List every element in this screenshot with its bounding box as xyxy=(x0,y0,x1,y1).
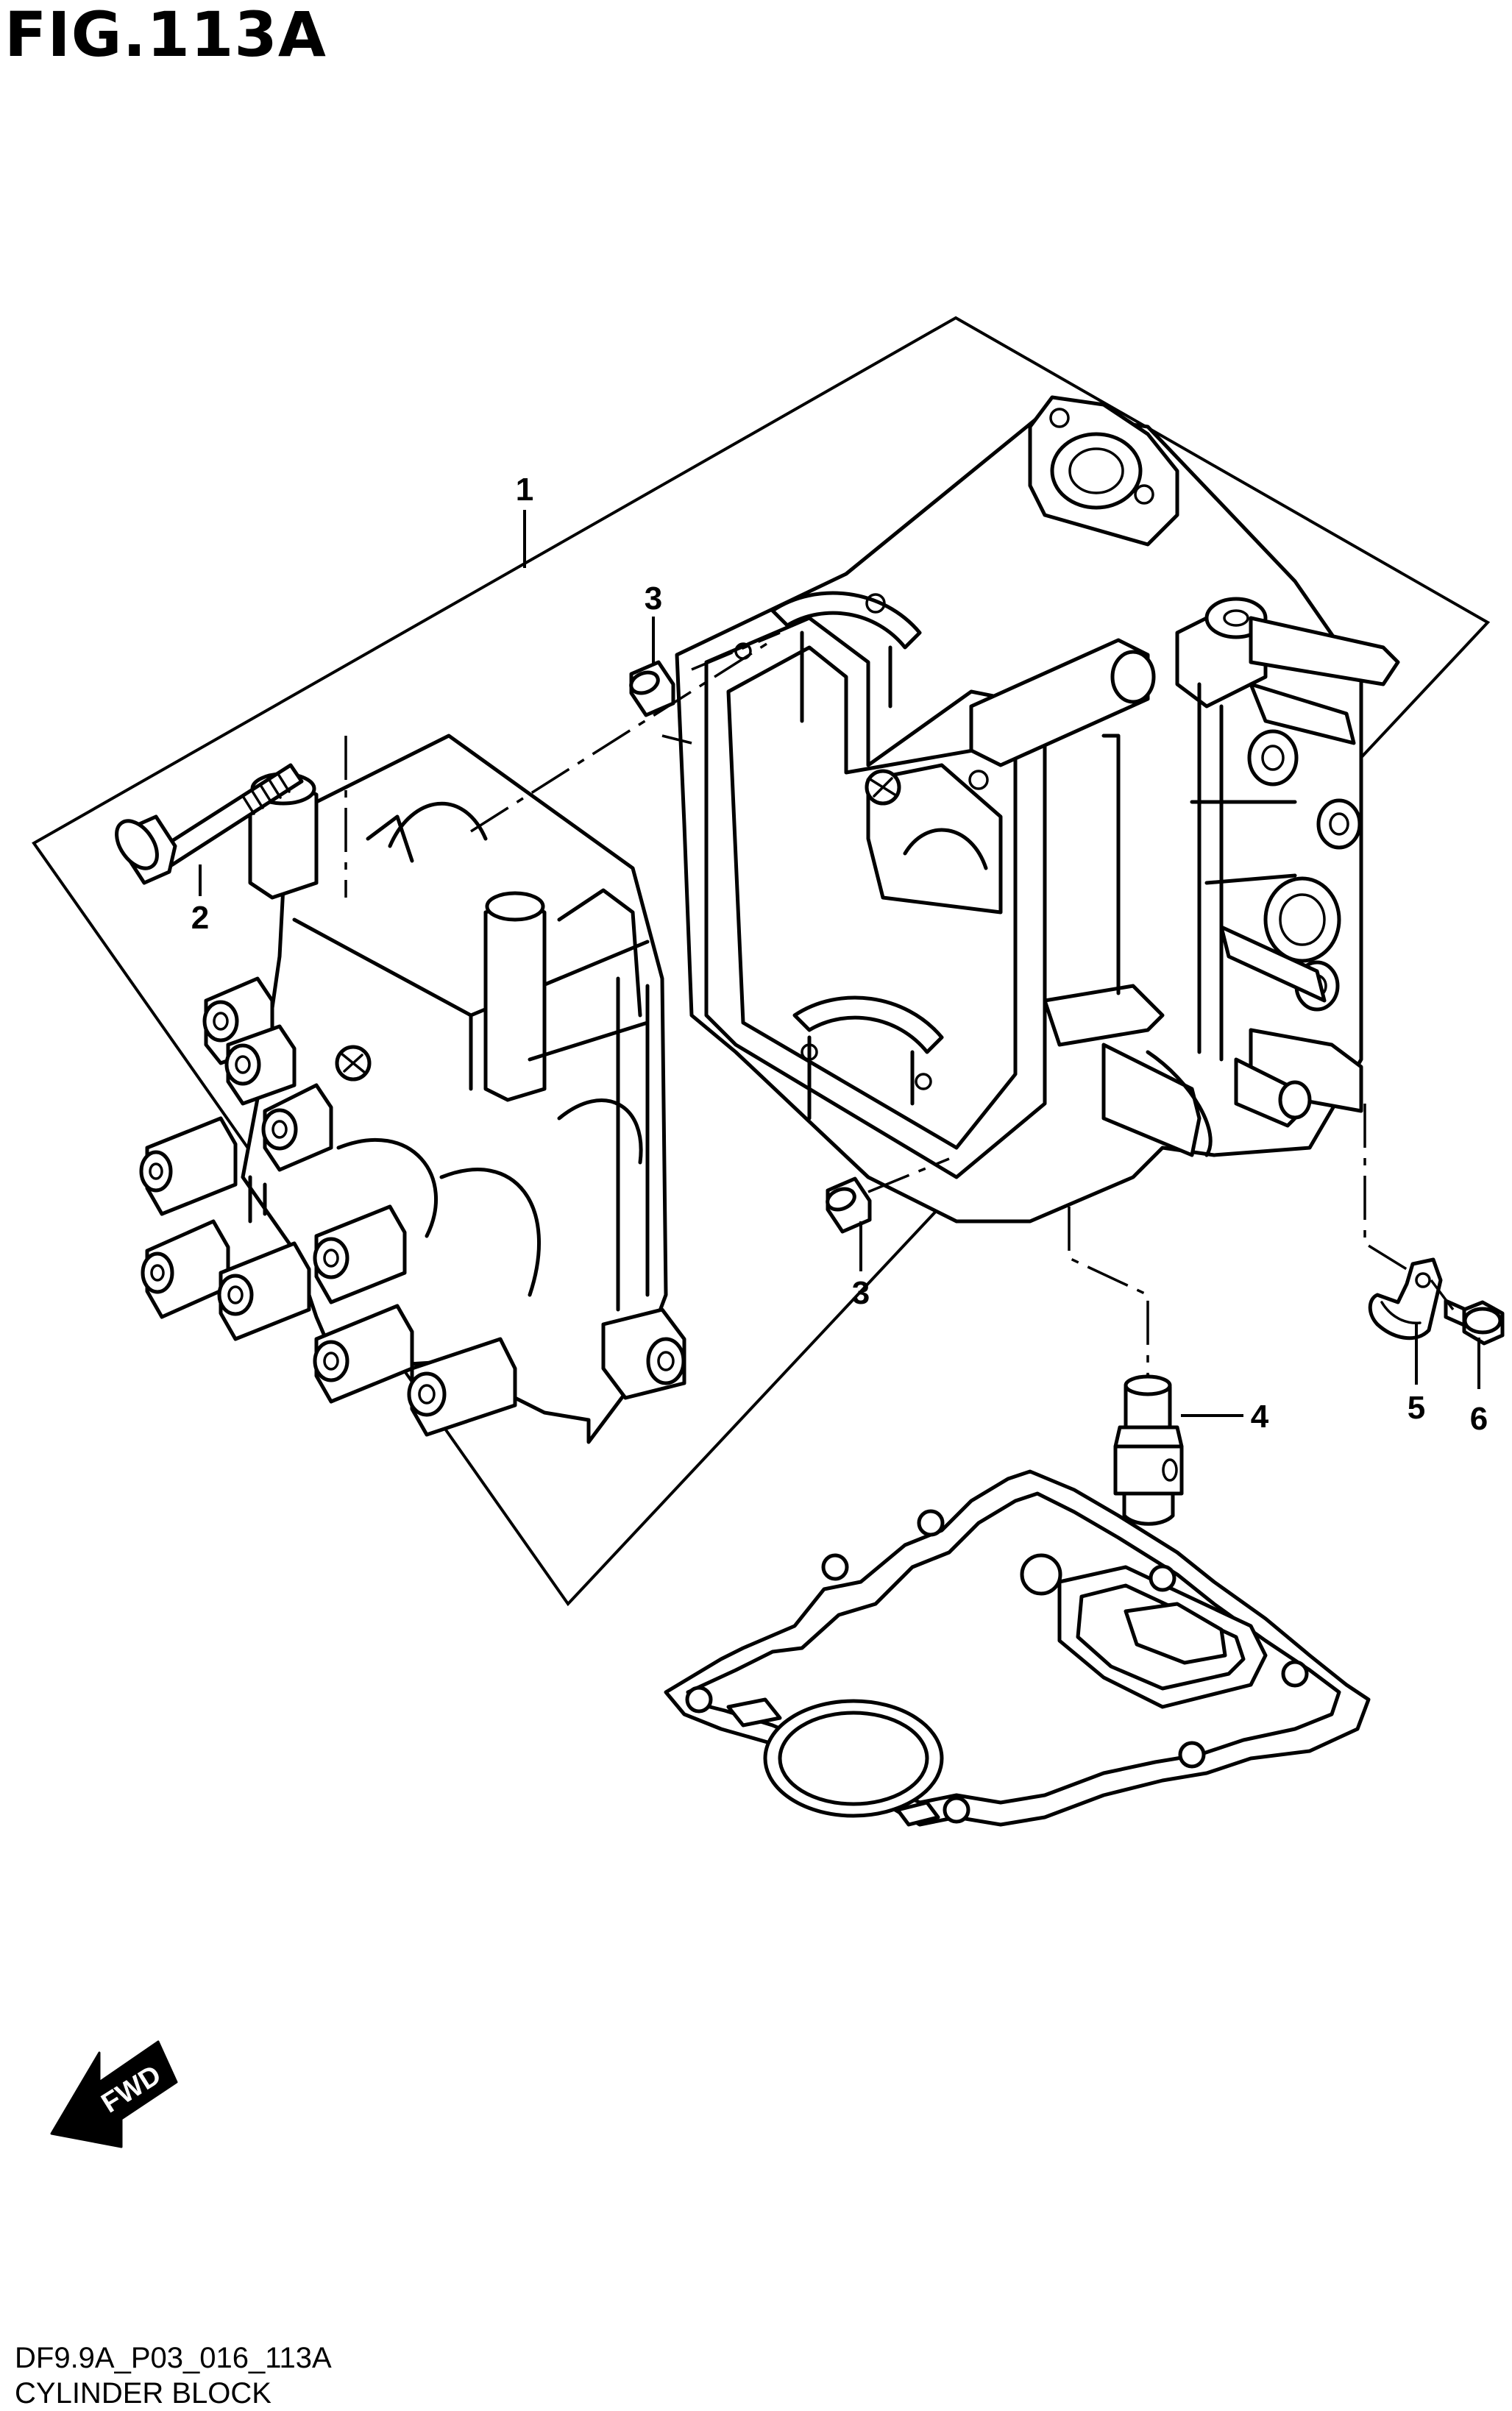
callout-number: 1 xyxy=(516,472,533,508)
figure-name: CYLINDER BLOCK xyxy=(15,2377,271,2410)
alignment-line xyxy=(1068,1207,1149,1376)
alignment-line xyxy=(661,734,692,745)
callout-number: 3 xyxy=(852,1275,870,1311)
callout-number: 3 xyxy=(645,580,662,617)
bolt xyxy=(115,763,304,885)
callout-number: 2 xyxy=(191,900,209,936)
alignment-line xyxy=(1363,1104,1413,1274)
fitting xyxy=(1113,1374,1184,1526)
figure-code: DF9.9A_P03_016_113A xyxy=(15,2342,332,2374)
crankcase-half xyxy=(139,734,686,1444)
callout-number: 6 xyxy=(1470,1401,1488,1437)
clamp xyxy=(1368,1257,1443,1341)
cylinder-block xyxy=(675,395,1400,1224)
screw xyxy=(1444,1299,1505,1346)
assembly-outline xyxy=(32,316,1491,1607)
alignment-line xyxy=(691,631,781,671)
callout-number: 5 xyxy=(1408,1390,1425,1426)
callout-number: 4 xyxy=(1251,1399,1269,1435)
gasket xyxy=(664,1469,1371,1827)
dowel-pin xyxy=(826,1176,872,1234)
alignment-line xyxy=(867,1157,950,1193)
fwd-arrow-icon: FWD xyxy=(50,2040,178,2148)
alignment-line xyxy=(1430,1279,1455,1311)
alignment-line xyxy=(470,639,773,833)
figure-title: FIG.113A xyxy=(4,0,327,71)
